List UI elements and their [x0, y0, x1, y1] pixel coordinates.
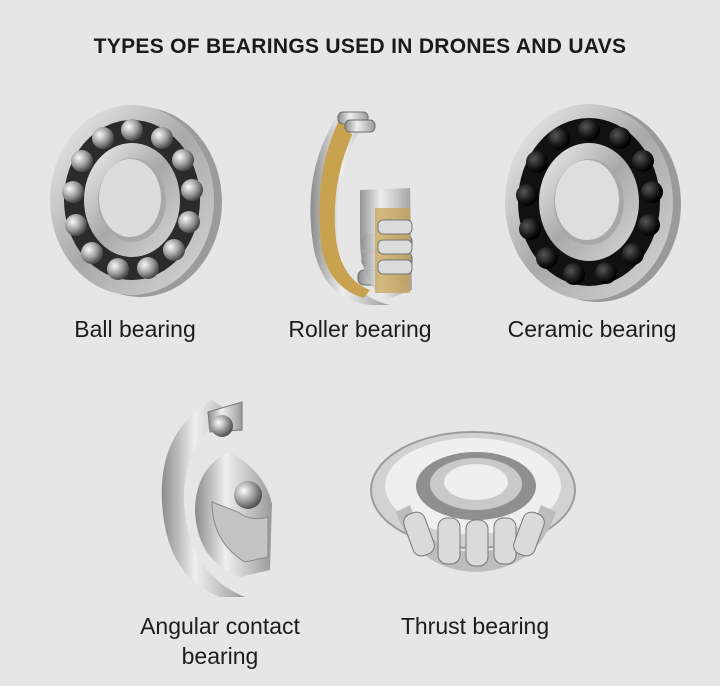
- thrust-bearing-image: [370, 431, 576, 572]
- thrust-bearing-label: Thrust bearing: [400, 613, 550, 639]
- angular-contact-bearing-label-line1: Angular contact: [140, 613, 300, 639]
- ball-bearing-image: [50, 105, 222, 297]
- angular-contact-bearing-image: [161, 400, 272, 597]
- ceramic-bearing-label: Ceramic bearing: [507, 316, 677, 342]
- angular-contact-bearing-label-line2: bearing: [181, 643, 259, 669]
- roller-bearing-label: Roller bearing: [288, 316, 432, 342]
- angular-contact-bearing-label: Angular contact bearing: [115, 611, 325, 671]
- roller-bearing-image: [310, 111, 413, 305]
- page-title: TYPES OF BEARINGS USED IN DRONES AND UAV…: [93, 35, 627, 58]
- ball-bearing-label: Ball bearing: [74, 316, 196, 342]
- ceramic-bearing-image: [505, 104, 681, 302]
